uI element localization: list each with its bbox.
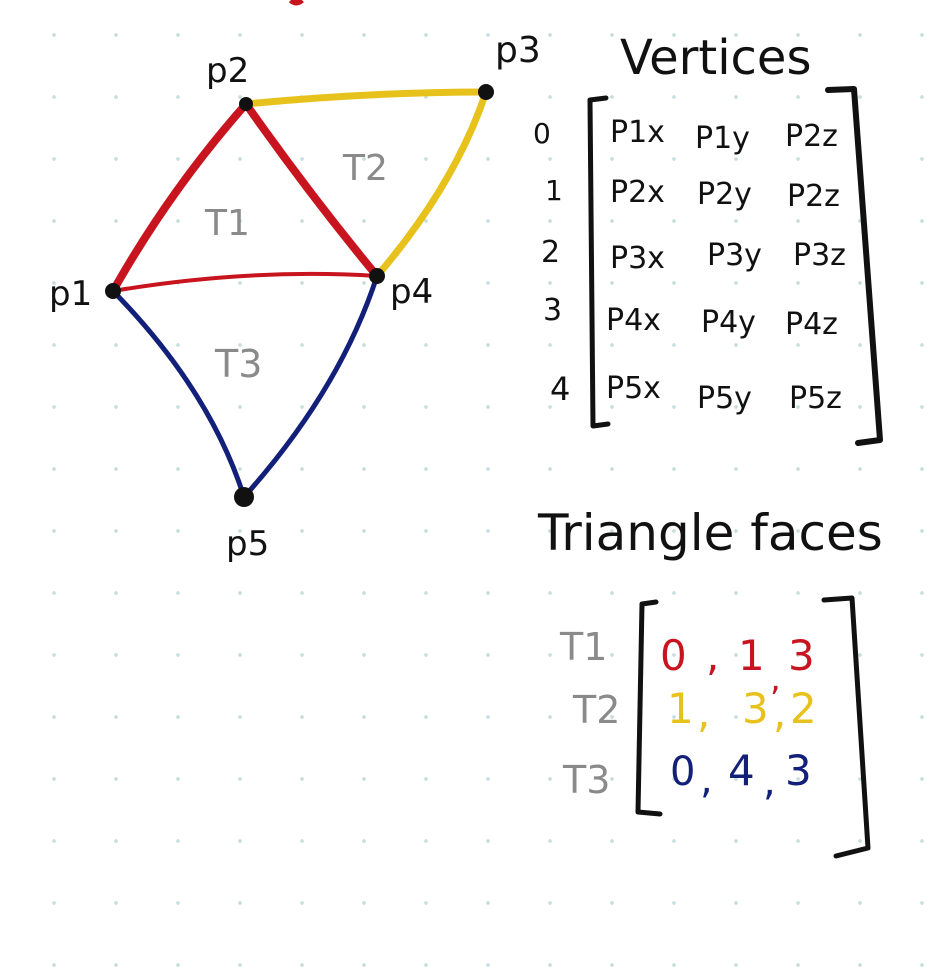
vertex-index-4: 4 [550,370,570,408]
vertex-dot-p1 [105,283,121,299]
vertex-cell: P3x [610,241,665,276]
vertex-cell: P1y [695,121,750,156]
vertex-label-p1: p1 [49,274,92,314]
face-comma: , [770,659,781,699]
vertices-left-bracket [587,95,611,429]
vertices-title: Vertices [620,30,811,86]
face-value: 4 [728,746,755,795]
vertex-index-2: 2 [541,235,560,270]
face-comma: , [697,688,710,737]
edge-p1-p2 [109,100,250,295]
vertex-cell: P3y [707,238,762,273]
vertex-index-1: 1 [545,174,563,207]
face-value: 3 [785,746,812,795]
vertex-dot-p4 [369,268,385,284]
face-value: 3 [742,684,769,733]
vertex-cell: P4z [785,307,838,342]
edge-p3-p4 [373,88,490,280]
edge-p4-p5 [241,273,380,500]
face-comma: , [773,688,786,737]
face-value: 1 [738,631,765,680]
vertex-cell: P5x [606,371,661,406]
vertex-cell: P1x [610,115,665,150]
vertex-cell: P2x [610,175,665,210]
face-label-t3: T3 [562,758,610,802]
vertex-label-p5: p5 [226,524,269,564]
face-comma: , [706,631,719,680]
vertex-cell: P5y [697,381,752,416]
vertex-cell: P4x [606,303,661,338]
vertices-right-bracket [825,86,883,446]
triangle-label-t1: T1 [204,203,250,244]
vertex-cell: P2z [787,179,840,214]
vertex-index-3: 3 [543,293,562,328]
face-label-t1: T1 [559,625,607,669]
face-value: 0 [670,749,695,795]
face-value: 2 [790,684,817,733]
edge-p1-p4 [111,271,379,293]
edge-p2-p4 [242,100,381,280]
face-value: 0 [660,631,687,680]
vertex-cell: P3z [793,238,846,273]
face-comma: , [700,757,713,803]
vertex-cell: P4y [701,305,756,340]
top-red-mark [288,0,304,6]
vertex-dot-p5 [234,487,254,507]
vertex-label-p2: p2 [206,51,249,91]
faces-right-bracket [821,595,871,859]
triangle-label-t3: T3 [214,342,262,386]
vertex-label-p3: p3 [495,30,541,71]
edge-p2-p3 [242,88,490,108]
vertex-cell: P2z [785,119,838,154]
face-value: 1 [667,684,694,733]
face-label-t2: T2 [572,688,620,732]
vertex-cell: P5z [789,381,842,416]
vertex-label-p4: p4 [390,272,433,312]
faces-left-bracket [635,599,663,817]
faces-title: Triangle faces [537,504,883,562]
vertex-cell: P2y [697,177,752,212]
triangle-label-t2: T2 [342,148,388,189]
vertex-index-0: 0 [533,117,551,150]
face-comma: , [763,759,776,805]
vertex-dot-p2 [239,97,253,111]
face-value: 3 [788,631,815,680]
edge-p1-p5 [110,288,247,500]
vertex-dot-p3 [478,84,494,100]
